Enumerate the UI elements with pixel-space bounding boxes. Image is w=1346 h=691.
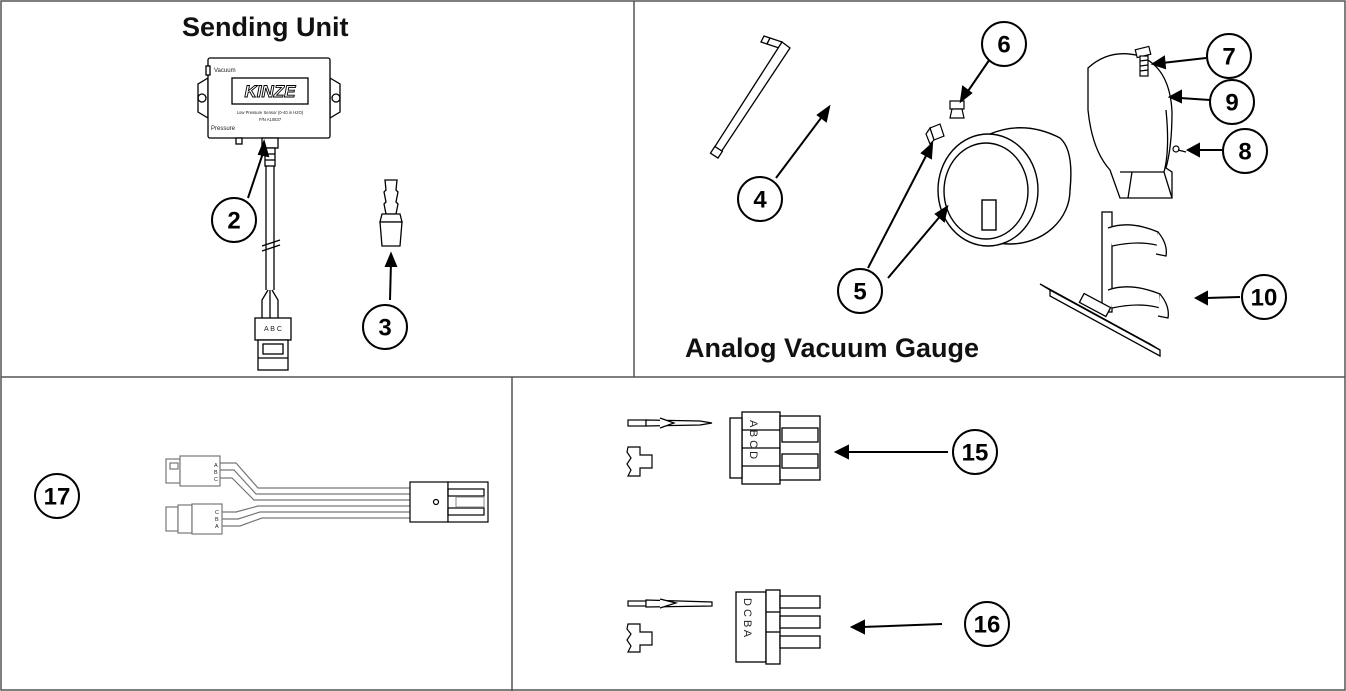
harness-bottom-pins: C B A (215, 510, 219, 530)
callout-5: 5 (837, 268, 883, 314)
seal-16 (626, 623, 653, 653)
vacuum-tube (709, 35, 791, 159)
svg-text:2: 2 (227, 208, 240, 235)
gauge-bracket (1087, 53, 1173, 199)
svg-text:7: 7 (1222, 44, 1235, 71)
svg-text:17: 17 (44, 484, 71, 511)
svg-text:A: A (215, 524, 219, 530)
sensor-port-top-label: Vacuum (214, 68, 236, 74)
sending-unit-sensor (197, 57, 341, 167)
callout-6: 6 (981, 21, 1027, 67)
screw (1172, 145, 1187, 153)
terminal-pin-16 (627, 598, 713, 609)
callout-3: 3 (362, 304, 408, 350)
svg-text:10: 10 (1251, 285, 1278, 312)
seal-15 (626, 446, 653, 477)
callout-16: 16 (964, 601, 1010, 647)
gauge-leaders (775, 55, 1241, 306)
leader-16 (849, 619, 943, 635)
connector-16-pins: D C B A (741, 598, 753, 638)
svg-text:16: 16 (974, 612, 1001, 639)
sensor-brand: KINZE (245, 82, 297, 101)
svg-text:C: C (215, 510, 219, 516)
connector-15-pins: A B C D (747, 420, 759, 459)
sending-unit-leaders (247, 138, 398, 301)
sensor-cable (254, 166, 292, 371)
svg-text:15: 15 (962, 440, 989, 467)
bolt (1134, 45, 1152, 77)
svg-text:A: A (214, 463, 218, 469)
barb-fitting (379, 179, 403, 247)
connector-16 (735, 589, 821, 665)
svg-text:6: 6 (997, 32, 1010, 59)
sending-unit-title: Sending Unit (182, 12, 349, 42)
callout-10: 10 (1241, 274, 1287, 320)
sensor-connector-pins: A B C (264, 326, 282, 333)
svg-text:8: 8 (1238, 139, 1251, 166)
terminal-pin-15 (627, 417, 713, 429)
callout-17: 17 (34, 473, 80, 519)
analog-gauge-title: Analog Vacuum Gauge (685, 333, 980, 363)
svg-text:5: 5 (853, 279, 866, 306)
callout-7: 7 (1206, 33, 1252, 79)
elbow-fitting (949, 100, 965, 119)
svg-text:3: 3 (378, 315, 391, 342)
mounting-bracket (1039, 211, 1169, 358)
leader-15 (833, 444, 948, 460)
harness-top-pins: A B C (214, 463, 218, 483)
tube-fitting (925, 123, 945, 146)
callout-9: 9 (1209, 79, 1255, 125)
callout-4: 4 (737, 176, 783, 222)
svg-text:9: 9 (1225, 90, 1238, 117)
svg-text:B: B (214, 470, 218, 476)
callout-8: 8 (1222, 128, 1268, 174)
svg-text:B: B (215, 517, 219, 523)
sensor-port-bottom-label: Pressure (211, 126, 236, 132)
callout-2: 2 (211, 197, 257, 243)
connector-15 (729, 411, 821, 485)
gauge-body (937, 127, 1072, 247)
y-harness (165, 455, 489, 535)
svg-text:4: 4 (753, 187, 767, 214)
sensor-line1: Low Pressure Sensor (0-40 in H2O) (237, 110, 304, 115)
svg-text:C: C (214, 477, 218, 483)
callout-15: 15 (952, 429, 998, 475)
sensor-line2: P/N A10837 (259, 117, 282, 122)
